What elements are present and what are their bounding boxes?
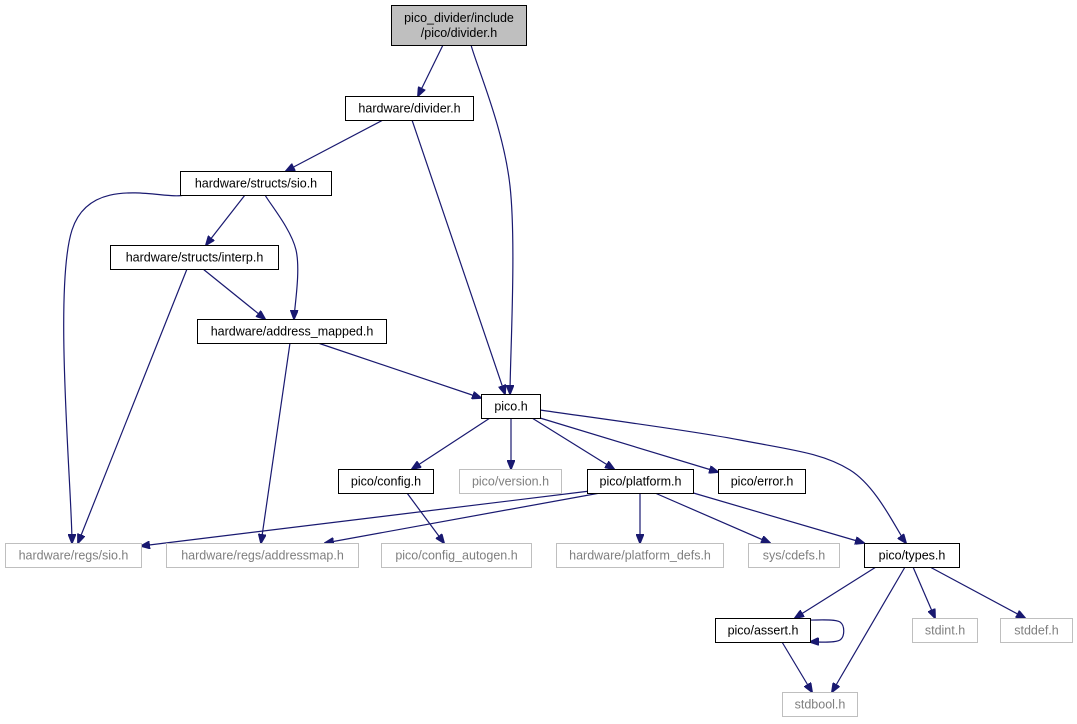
node-box <box>459 469 562 494</box>
edge-hw-structs-sio-to-hw-regs-sio <box>63 192 185 543</box>
node-label: pico/assert.h <box>728 624 799 638</box>
node-label: pico.h <box>494 400 527 414</box>
node-box <box>715 618 811 643</box>
node-pico-error[interactable]: pico/error.h <box>718 469 806 494</box>
node-box <box>5 543 142 568</box>
node-box <box>166 543 359 568</box>
node-label: pico/error.h <box>731 475 794 489</box>
edge-pico-types-to-stddef <box>929 566 1025 618</box>
edge-hw-divider-to-hw-structs-sio <box>286 119 384 171</box>
node-sys-cdefs: sys/cdefs.h <box>748 543 840 568</box>
node-label: hardware/regs/addressmap.h <box>181 549 344 563</box>
node-hw-divider[interactable]: hardware/divider.h <box>345 96 474 121</box>
edge-hw-structs-interp-to-hw-address-mapped <box>202 268 265 319</box>
node-box <box>912 618 978 643</box>
node-box <box>180 171 332 196</box>
edge-root-to-hw-divider <box>418 44 444 96</box>
node-stddef: stddef.h <box>1000 618 1073 643</box>
edge-hw-divider-to-pico-h <box>411 119 505 394</box>
edge-hw-address-mapped-to-hw-regs-addressmap <box>261 342 291 543</box>
node-label: hardware/address_mapped.h <box>211 325 374 339</box>
node-box <box>864 543 960 568</box>
edge-pico-assert-to-pico-assert <box>810 619 845 642</box>
node-label: stdbool.h <box>795 698 846 712</box>
node-label: pico/config_autogen.h <box>395 549 517 563</box>
node-stdbool: stdbool.h <box>782 692 858 717</box>
node-label: sys/cdefs.h <box>763 549 826 563</box>
edge-pico-h-to-pico-types <box>539 409 906 543</box>
node-label: pico/platform.h <box>600 475 682 489</box>
node-label: pico/version.h <box>472 475 549 489</box>
node-box <box>782 692 858 717</box>
node-box <box>481 394 541 419</box>
node-label: hardware/structs/sio.h <box>195 177 317 191</box>
node-hw-address-mapped[interactable]: hardware/address_mapped.h <box>197 319 387 344</box>
edge-pico-platform-to-hw-regs-sio <box>141 490 591 546</box>
node-hw-platform-defs: hardware/platform_defs.h <box>556 543 724 568</box>
node-label: pico/types.h <box>879 549 946 563</box>
node-box <box>391 5 527 46</box>
node-box <box>1000 618 1073 643</box>
node-root: pico_divider/include/pico/divider.h <box>391 5 527 46</box>
node-pico-assert[interactable]: pico/assert.h <box>715 618 811 643</box>
node-box <box>587 469 694 494</box>
edge-hw-structs-sio-to-hw-structs-interp <box>206 194 246 245</box>
node-box <box>748 543 840 568</box>
node-pico-version: pico/version.h <box>459 469 562 494</box>
edge-pico-config-to-pico-config-autogen <box>406 492 444 543</box>
edge-pico-types-to-pico-assert <box>795 566 877 618</box>
node-pico-config[interactable]: pico/config.h <box>338 469 434 494</box>
edge-pico-assert-to-stdbool <box>781 641 812 692</box>
node-box <box>345 96 474 121</box>
node-label: hardware/structs/interp.h <box>126 251 264 265</box>
node-label: pico/config.h <box>351 475 421 489</box>
edge-pico-h-to-pico-error <box>539 417 718 472</box>
node-hw-regs-sio: hardware/regs/sio.h <box>5 543 142 568</box>
node-label: hardware/platform_defs.h <box>569 549 711 563</box>
edge-pico-types-to-stdbool <box>832 566 906 692</box>
node-box <box>718 469 806 494</box>
node-stdint: stdint.h <box>912 618 978 643</box>
edge-pico-types-to-stdint <box>912 566 935 618</box>
edge-hw-address-mapped-to-pico-h <box>317 342 481 398</box>
node-label: stddef.h <box>1014 624 1059 638</box>
edge-pico-platform-to-pico-types <box>689 491 864 543</box>
node-label: stdint.h <box>925 624 965 638</box>
node-pico-config-autogen: pico/config_autogen.h <box>381 543 532 568</box>
node-box <box>556 543 724 568</box>
node-hw-structs-sio[interactable]: hardware/structs/sio.h <box>180 171 332 196</box>
edge-pico-h-to-pico-platform <box>531 417 614 469</box>
node-hw-structs-interp[interactable]: hardware/structs/interp.h <box>110 245 279 270</box>
node-box <box>338 469 434 494</box>
node-pico-types[interactable]: pico/types.h <box>864 543 960 568</box>
edge-pico-h-to-pico-config <box>412 417 491 469</box>
node-pico-h[interactable]: pico.h <box>481 394 541 419</box>
node-box <box>197 319 387 344</box>
edge-root-to-pico-h <box>470 44 513 394</box>
node-hw-regs-addressmap: hardware/regs/addressmap.h <box>166 543 359 568</box>
edge-pico-platform-to-hw-regs-addressmap <box>325 492 601 543</box>
node-label: hardware/regs/sio.h <box>19 549 129 563</box>
edge-pico-platform-to-sys-cdefs <box>654 492 770 543</box>
edge-hw-structs-sio-to-hw-address-mapped <box>264 194 299 319</box>
node-pico-platform[interactable]: pico/platform.h <box>587 469 694 494</box>
node-box <box>110 245 279 270</box>
node-label: pico_divider/include <box>404 11 514 25</box>
node-label: /pico/divider.h <box>421 26 497 40</box>
edge-hw-structs-interp-to-hw-regs-sio <box>78 268 188 543</box>
node-box <box>381 543 532 568</box>
node-label: hardware/divider.h <box>358 102 460 116</box>
